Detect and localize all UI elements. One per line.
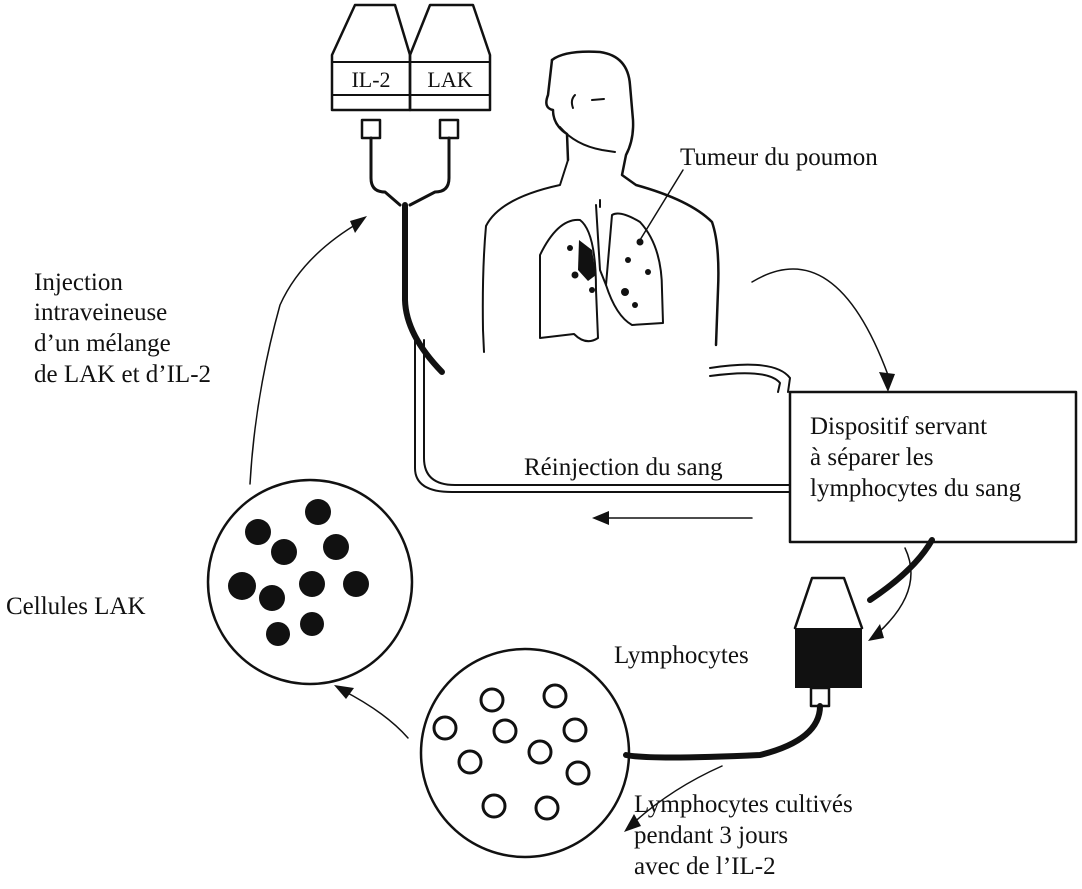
lak-cell: [266, 622, 290, 646]
lymphocyte-cell: [481, 689, 503, 711]
cultured-label: Lymphocytes cultivés pendant 3 jours ave…: [634, 791, 853, 880]
lak-cell: [343, 571, 369, 597]
svg-text:Injection: Injection: [34, 269, 123, 296]
lak-cells-label: Cellules LAK: [6, 593, 146, 620]
device-label: Dispositif servant à séparer les lymphoc…: [810, 413, 1022, 502]
svg-text:à séparer les: à séparer les: [810, 444, 934, 471]
il2-bag: IL-2: [332, 5, 410, 138]
svg-text:de LAK et d’IL-2: de LAK et d’IL-2: [34, 361, 211, 388]
lak-cell: [245, 519, 271, 545]
injection-label: Injection intraveineuse d’un mélange de …: [34, 269, 211, 388]
lymphocyte-cell: [434, 717, 456, 739]
lymphocyte-cell: [459, 751, 481, 773]
lungs: [540, 205, 663, 341]
lak-cell: [300, 612, 324, 636]
lak-cell: [259, 585, 285, 611]
tumor-label: Tumeur du poumon: [680, 144, 878, 171]
lak-bag-label: LAK: [427, 67, 472, 92]
svg-text:lymphocytes du sang: lymphocytes du sang: [810, 475, 1022, 502]
lymphocyte-cell: [544, 685, 566, 707]
lak-cell: [228, 572, 256, 600]
lak-cell: [323, 534, 349, 560]
lymphocyte-cell: [494, 720, 516, 742]
reinjection-label: Réinjection du sang: [524, 454, 723, 481]
svg-text:Dispositif servant: Dispositif servant: [810, 413, 987, 440]
iv-tubing: [371, 138, 449, 372]
svg-text:d’un mélange: d’un mélange: [34, 330, 171, 357]
patient-figure: [483, 52, 719, 352]
lymphocyte-cell: [536, 797, 558, 819]
cultured-lymphocytes-circle: [421, 649, 629, 857]
lymphocyte-cell: [483, 795, 505, 817]
lak-bag: LAK: [410, 5, 490, 138]
lak-cells-circle: [208, 480, 412, 684]
svg-text:intraveineuse: intraveineuse: [34, 299, 167, 326]
il2-bag-label: IL-2: [351, 67, 390, 92]
lymphocyte-cell: [529, 741, 551, 763]
svg-text:Lymphocytes cultivés: Lymphocytes cultivés: [634, 791, 853, 818]
lak-cell: [299, 571, 325, 597]
lymphocyte-cell: [564, 719, 586, 741]
iv-bags: IL-2 LAK: [332, 5, 490, 372]
tumor-pointer: [640, 170, 683, 240]
lak-cell: [271, 539, 297, 565]
lymphocyte-cell: [567, 762, 589, 784]
svg-text:pendant 3 jours: pendant 3 jours: [634, 822, 788, 849]
lymphocytes-label: Lymphocytes: [614, 642, 749, 669]
lak-cell: [305, 499, 331, 525]
svg-text:avec de l’IL-2: avec de l’IL-2: [634, 853, 776, 880]
